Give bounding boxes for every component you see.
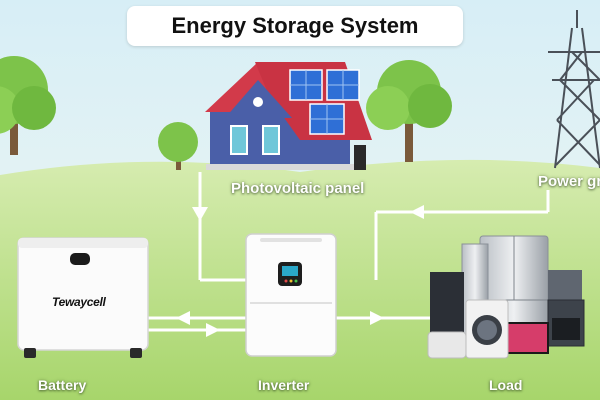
arrow-pv-down xyxy=(192,207,208,221)
load-appliances xyxy=(427,235,585,359)
arrow-grid-in xyxy=(410,205,424,219)
tree-left xyxy=(0,56,56,155)
battery xyxy=(17,237,149,358)
flow-arrows xyxy=(176,205,424,337)
solar-panels xyxy=(289,69,360,135)
label-battery: Battery xyxy=(38,377,87,393)
connection-lines xyxy=(148,172,550,332)
arrow-to-battery xyxy=(176,311,190,325)
house xyxy=(205,62,372,170)
range-hood xyxy=(548,270,582,300)
label-power-grid: Power grid xyxy=(538,173,600,190)
air-purifier xyxy=(427,331,467,359)
dishwasher xyxy=(430,272,464,336)
page-title: Energy Storage System xyxy=(127,6,463,46)
power-tower xyxy=(548,10,600,169)
arrow-to-inverter xyxy=(206,323,220,337)
tree-right xyxy=(366,60,452,162)
inverter xyxy=(245,233,337,357)
label-photovoltaic-panel: Photovoltaic panel xyxy=(231,180,365,197)
arrow-to-load xyxy=(370,311,384,325)
battery-brand-logo: Tewaycell xyxy=(52,295,106,309)
label-load: Load xyxy=(489,377,523,393)
label-inverter: Inverter xyxy=(258,377,310,393)
tree-small xyxy=(158,122,198,170)
